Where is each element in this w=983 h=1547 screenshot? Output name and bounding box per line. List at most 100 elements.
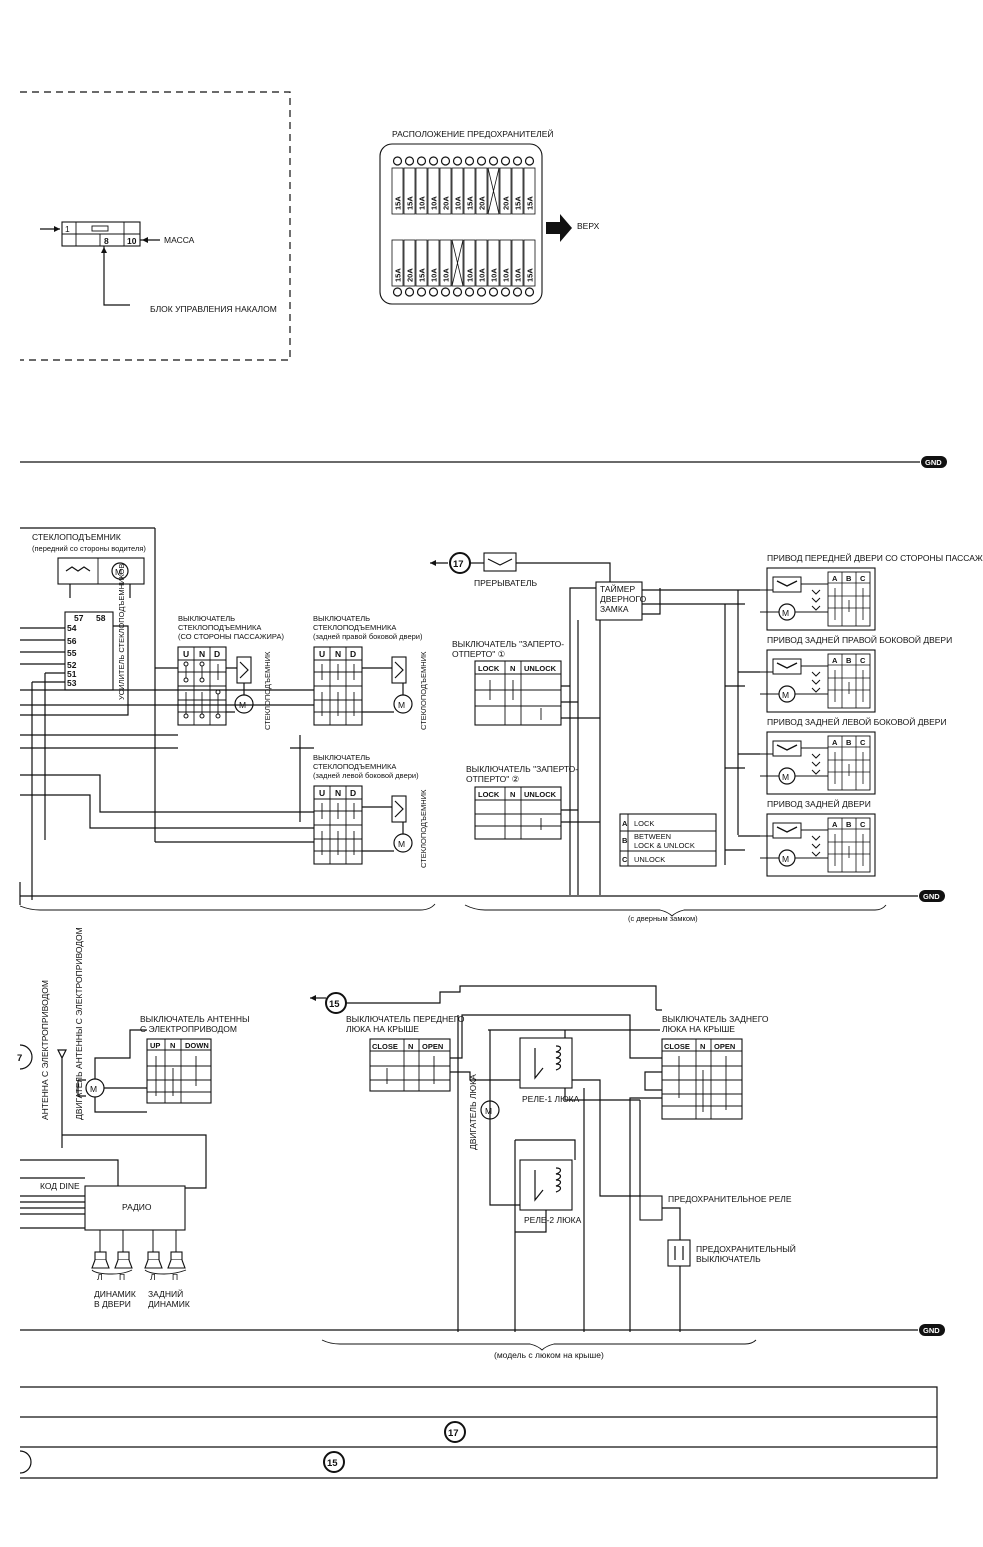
svg-text:N: N [335,649,341,659]
svg-text:П: П [172,1272,178,1282]
top-fuse-9 [499,167,512,215]
svg-text:ВЫКЛЮЧАТЕЛЬ: ВЫКЛЮЧАТЕЛЬ [313,753,370,762]
bottom-fuse-label-4: 10A [442,268,451,282]
top-fuse-1 [403,167,416,215]
top-fuse-4 [439,167,452,215]
bottom-fuse-label-0: 15A [394,268,403,282]
svg-text:АНТЕННА С ЭЛЕКТРОПРИВОДОМ: АНТЕННА С ЭЛЕКТРОПРИВОДОМ [40,980,50,1120]
actuator-col-3-2: C [860,820,866,829]
lock-switch-2: LOCK N UNLOCK [474,786,562,840]
window-amp-box [64,611,114,691]
svg-text:В ДВЕРИ: В ДВЕРИ [94,1299,131,1309]
bottom-fuse-4 [439,239,452,287]
svg-text:ДВИГАТЕЛЬ ЛЮКА: ДВИГАТЕЛЬ ЛЮКА [468,1074,478,1150]
lock-switch-1: LOCK N UNLOCK [474,660,562,726]
svg-text:КОД DINE: КОД DINE [40,1181,80,1191]
gnd-label-2: GND [923,892,940,901]
actuator-col-2-0: A [832,738,838,747]
ref-15-icon [323,1451,345,1473]
top-fuse-label-10: 15A [514,196,523,210]
speaker-icon-0 [94,1251,107,1261]
actuator-col-1-2: C [860,656,866,665]
actuator-col-3-1: B [846,820,852,829]
bottom-fuse-empty-5 [451,239,464,287]
svg-text:UNLOCK: UNLOCK [634,855,665,864]
breaker-label: ПРЕРЫВАТЕЛЬ [474,578,537,588]
svg-text:N: N [510,790,515,799]
actuator-col-0-2: C [860,574,866,583]
radio-section: АНТЕННА С ЭЛЕКТРОПРИВОДОМ ДВИГАТЕЛЬ АНТЕ… [17,927,250,1309]
svg-text:52: 52 [67,660,77,670]
gnd-terminal-3 [919,1324,945,1336]
mass-label: МАССА [164,235,195,245]
svg-text:M: M [782,690,789,700]
svg-text:ПРИВОД ЗАДНЕЙ ДВЕРИ: ПРИВОД ЗАДНЕЙ ДВЕРИ [767,798,871,809]
svg-text:N: N [510,664,515,673]
top-fuse-label-5: 10A [454,196,463,210]
speakers [91,1230,186,1269]
svg-text:LOCK: LOCK [478,790,500,799]
svg-text:D: D [214,649,220,659]
actuator-col-1-1: B [846,656,852,665]
rear-left-window-switch: U N D [313,785,363,865]
svg-text:П: П [119,1272,125,1282]
amp-label: УСИЛИТЕЛЬ СТЕКЛОПОДЪЕМНИКОВ [117,563,126,700]
lock-legend: A LOCK B BETWEEN LOCK & UNLOCK C UNLOCK [619,813,717,867]
top-fuse-num-6 [464,156,475,166]
top-fuse-label-2: 10A [418,196,427,210]
top-fuse-0 [391,167,404,215]
bottom-fuse-label-9: 10A [502,268,511,282]
bottom-fuse-label-1: 20A [406,268,415,282]
actuator-col-2-1: B [846,738,852,747]
top-fuse-label-0: 15A [394,196,403,210]
glow-connector-section: 1 8 10 МАССА БЛОК УПРАВЛЕНИЯ НАКАЛОМ [20,91,291,361]
connector-pin-8: 8 [104,236,109,246]
gnd-label-3: GND [923,1326,940,1335]
top-fuse-label-3: 10A [430,196,439,210]
svg-text:ДИНАМИК: ДИНАМИК [94,1289,136,1299]
speaker-icon-1 [117,1251,130,1261]
svg-text:ВЫКЛЮЧАТЕЛЬ: ВЫКЛЮЧАТЕЛЬ [313,614,370,623]
speaker-icon-2 [147,1251,160,1261]
gnd-label-1: GND [925,458,942,467]
svg-text:(задней правой боковой двери): (задней правой боковой двери) [313,632,423,641]
svg-text:ЗАДНИЙ: ЗАДНИЙ [148,1288,183,1299]
top-fuse-num-8 [488,156,499,166]
svg-text:UP: UP [150,1041,160,1050]
svg-text:ОТПЕРТО" ①: ОТПЕРТО" ① [452,649,506,659]
bottom-fuse-label-11: 15A [526,268,535,282]
bottom-fuse-num-10 [512,287,523,297]
top-fuse-label-4: 20A [442,196,451,210]
svg-text:ДИНАМИК: ДИНАМИК [148,1299,190,1309]
svg-text:OPEN: OPEN [714,1042,735,1051]
bottom-fuse-1 [403,239,416,287]
top-fuse-label-1: 15A [406,196,415,210]
svg-text:ЗАМКА: ЗАМКА [600,604,629,614]
bottom-fuse-num-6 [464,287,475,297]
door-lock-section: 17 ПРЕРЫВАТЕЛЬ ТАЙМЕР ДВЕРНОГО ЗАМКА ВЫК… [430,552,983,923]
bottom-fuse-label-6: 10A [466,268,475,282]
svg-text:CLOSE: CLOSE [664,1042,690,1051]
svg-text:M: M [485,1106,492,1116]
bottom-fuse-num-3 [428,287,439,297]
top-fuse-num-7 [476,156,487,166]
svg-text:OPEN: OPEN [422,1042,443,1051]
svg-text:17: 17 [448,1428,459,1439]
up-label: ВЕРХ [577,221,600,231]
top-fuse-label-7: 20A [478,196,487,210]
actuator-solenoid-1 [772,658,802,675]
svg-text:B: B [622,836,628,845]
bottom-fuse-3 [427,239,440,287]
svg-text:U: U [183,649,189,659]
safety-switch [667,1239,691,1267]
svg-text:N: N [170,1041,175,1050]
connector-pin-10: 10 [127,236,137,246]
bottom-fuse-num-4 [440,287,451,297]
svg-text:M: M [782,608,789,618]
rear-sunroof-switch: CLOSE N OPEN [661,1038,743,1120]
top-fuse-num-11 [524,156,535,166]
svg-text:ЛЮКА НА КРЫШЕ: ЛЮКА НА КРЫШЕ [346,1024,419,1034]
svg-text:СТЕКЛОПОДЪЕМНИКА: СТЕКЛОПОДЪЕМНИКА [178,623,261,632]
svg-text:15: 15 [329,999,340,1010]
